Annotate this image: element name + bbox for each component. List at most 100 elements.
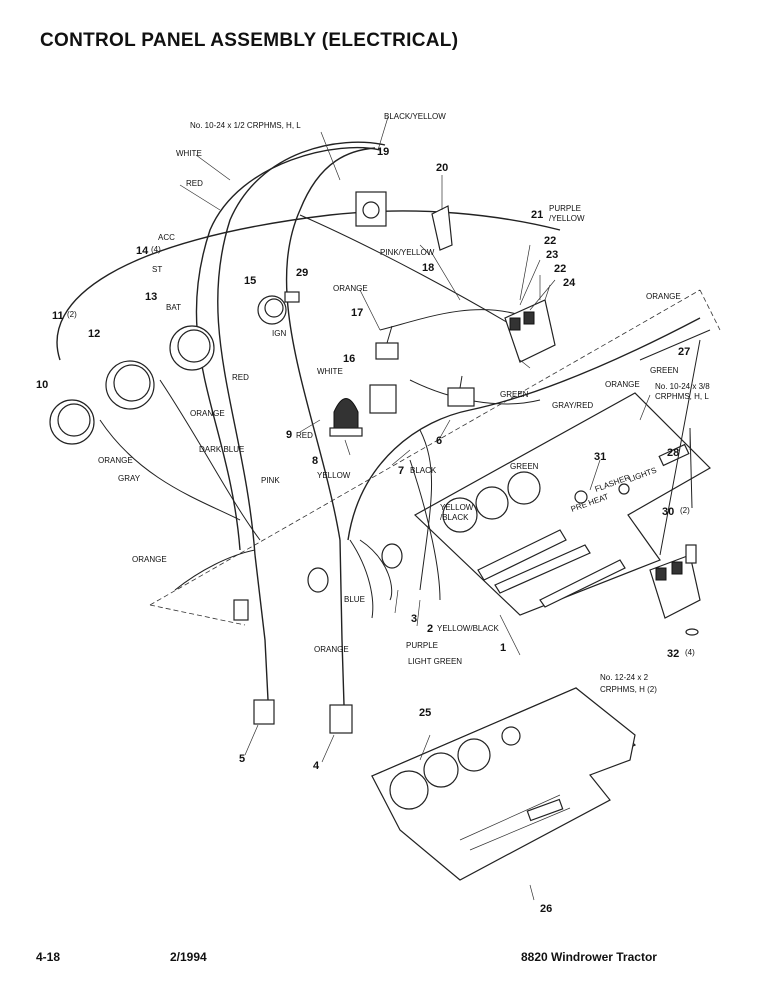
label-yellow-black-2: /BLACK bbox=[440, 513, 469, 522]
decal-window bbox=[526, 798, 564, 822]
callout-5: 5 bbox=[239, 753, 245, 765]
warning-light-8 bbox=[329, 398, 363, 437]
panel-slot bbox=[658, 443, 690, 467]
wire-white bbox=[195, 146, 381, 551]
label-black-yellow: BLACK/YELLOW bbox=[384, 112, 446, 121]
callout-20: 20 bbox=[436, 162, 448, 174]
decal-gauge-1 bbox=[389, 770, 429, 810]
label-green-right: GREEN bbox=[650, 366, 679, 375]
label-yellow-black-2b: YELLOW/BLACK bbox=[437, 624, 499, 633]
callout-3: 3 bbox=[411, 613, 417, 625]
wire-green bbox=[409, 379, 541, 405]
callout-9: 9 bbox=[286, 429, 292, 441]
callout-18: 18 bbox=[422, 262, 434, 274]
label-black-7: BLACK bbox=[410, 466, 437, 475]
wire-orange-right bbox=[347, 317, 701, 541]
bracket-20 bbox=[431, 205, 453, 251]
decal-indicator bbox=[501, 726, 521, 746]
label-red-top: RED bbox=[186, 179, 203, 188]
decal-gauge-2 bbox=[423, 752, 459, 788]
wire-yellow-black bbox=[409, 459, 441, 601]
label-screw-top: No. 10-24 x 1/2 CRPHMS, H, L bbox=[190, 121, 301, 130]
label-red-9: RED bbox=[296, 431, 313, 440]
callout-13: 13 bbox=[145, 291, 157, 303]
wire-pink-yellow bbox=[299, 214, 521, 331]
gauge-hole-3 bbox=[507, 471, 541, 505]
label-orange-mid: ORANGE bbox=[605, 380, 640, 389]
label-orange-17: ORANGE bbox=[333, 284, 368, 293]
preheat-button bbox=[574, 490, 588, 504]
label-purple: PURPLE bbox=[549, 204, 581, 213]
wire-orange-17 bbox=[379, 309, 521, 331]
gauge-13 bbox=[169, 325, 215, 371]
label-green-low: GREEN bbox=[510, 462, 539, 471]
label-gray: GRAY bbox=[118, 474, 141, 483]
callout-30-qty: (2) bbox=[680, 506, 690, 515]
callout-11: 11 bbox=[52, 310, 64, 322]
label-green-mid: GREEN bbox=[500, 390, 529, 399]
callout-27: 27 bbox=[678, 346, 690, 358]
callout-6: 6 bbox=[436, 435, 442, 447]
grommet-1 bbox=[307, 567, 329, 593]
callout-8: 8 bbox=[312, 455, 318, 467]
wire-gray bbox=[99, 419, 241, 521]
lights-switch bbox=[618, 483, 630, 495]
label-light-green: LIGHT GREEN bbox=[408, 657, 462, 666]
label-screw-right-1: No. 10-24 x 3/8 bbox=[655, 382, 710, 391]
callout-2: 2 bbox=[427, 623, 433, 635]
callout-11-qty: (2) bbox=[67, 310, 77, 319]
connector-orange bbox=[233, 599, 249, 621]
relay-block-24 bbox=[504, 299, 556, 363]
harness-4 bbox=[339, 539, 345, 706]
leader-lines bbox=[179, 116, 691, 901]
gauge-10 bbox=[49, 399, 95, 445]
wire-27 bbox=[639, 329, 711, 556]
relay-bracket-30 bbox=[649, 554, 701, 619]
spacer-30 bbox=[685, 544, 697, 564]
toggle-switch-17 bbox=[375, 325, 399, 360]
connector-5 bbox=[253, 699, 275, 725]
callout-15: 15 bbox=[244, 275, 256, 287]
label-white-top: WHITE bbox=[176, 149, 202, 158]
switch-6 bbox=[447, 375, 475, 407]
callout-21: 21 bbox=[531, 209, 543, 221]
callout-14: 14 bbox=[136, 245, 149, 257]
gauge-hole-1 bbox=[442, 497, 478, 533]
label-yellow-black-1: YELLOW bbox=[440, 503, 474, 512]
callout-16: 16 bbox=[343, 353, 355, 365]
page-number: 4-18 bbox=[36, 950, 61, 964]
callout-22b: 22 bbox=[554, 263, 566, 275]
callout-1: 1 bbox=[500, 642, 506, 654]
callout-29: 29 bbox=[296, 267, 308, 279]
grommet-2 bbox=[381, 543, 403, 569]
panel-slot-2 bbox=[494, 544, 591, 594]
callout-4: 4 bbox=[313, 760, 320, 772]
washer-32 bbox=[685, 628, 699, 636]
control-panel-plate bbox=[413, 392, 711, 616]
callout-24: 24 bbox=[563, 277, 576, 289]
label-bat: BAT bbox=[166, 303, 181, 312]
callout-10: 10 bbox=[36, 379, 48, 391]
label-orange-bottom: ORANGE bbox=[132, 555, 167, 564]
label-orange-left2: ORANGE bbox=[98, 456, 133, 465]
label-blue: BLUE bbox=[344, 595, 365, 604]
label-dark-blue: DARK BLUE bbox=[199, 445, 244, 454]
label-st: ST bbox=[152, 265, 162, 274]
callout-26: 26 bbox=[540, 903, 552, 915]
harness-5 bbox=[254, 554, 269, 701]
flasher-16 bbox=[369, 384, 397, 414]
wire-light-green bbox=[419, 429, 432, 591]
wire-harness-outer bbox=[56, 210, 561, 361]
label-yellow-8: YELLOW bbox=[317, 471, 351, 480]
wire-orange-up bbox=[285, 147, 376, 541]
callout-30: 30 bbox=[662, 506, 674, 518]
label-white-mid: WHITE bbox=[317, 367, 343, 376]
label-orange-low: ORANGE bbox=[314, 645, 349, 654]
decal-gauge-3 bbox=[457, 738, 491, 772]
page-title: CONTROL PANEL ASSEMBLY (ELECTRICAL) bbox=[40, 30, 459, 51]
label-yellow: /YELLOW bbox=[549, 214, 585, 223]
wire-blue bbox=[349, 539, 374, 619]
label-pink: PINK bbox=[261, 476, 280, 485]
gauge-hole-2 bbox=[475, 486, 509, 520]
